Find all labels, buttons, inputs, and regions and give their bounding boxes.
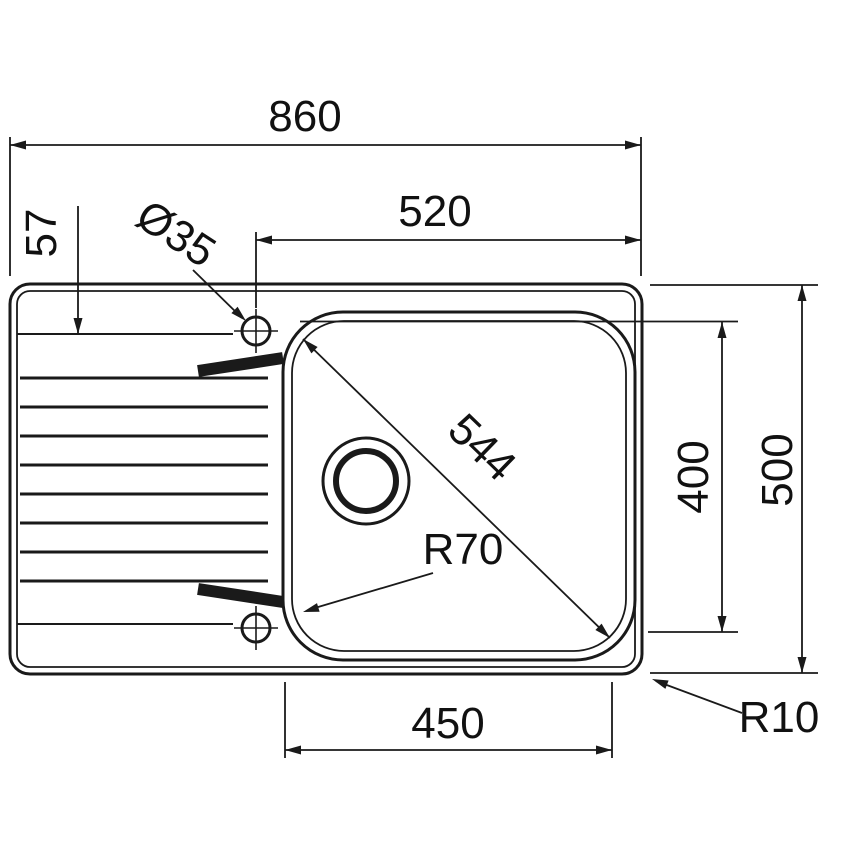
dim-bowl-depth-label: 400 (669, 440, 718, 513)
dim-outer-corner-radius: R10 (652, 679, 819, 742)
sink-rim-inner-edge (16, 290, 636, 668)
drainboard-bottom-ridge (197, 583, 284, 608)
dim-tap-diameter-label: Ø35 (128, 191, 224, 277)
dim-bowl-front-to-back: 400 (300, 320, 738, 633)
dim-tap-hole-top-offset: 57 (17, 206, 83, 334)
sink-outline (8, 282, 644, 676)
dim-right-section-width-label: 520 (398, 187, 471, 236)
dim-bowl-radius-label: R70 (423, 525, 504, 574)
drain-outer-circle (321, 436, 411, 526)
drainboard-top-ridge (197, 352, 284, 377)
tap-holes (234, 309, 278, 650)
dim-bowl-corner-radius: R70 (303, 525, 503, 612)
dim-overall-width-label: 860 (268, 92, 341, 141)
dim-overall-front-to-back: 500 (650, 284, 818, 674)
dim-overall-width: 860 (9, 92, 642, 276)
dim-bowl-diagonal: 544 (302, 338, 611, 639)
dim-right-section-width: 520 (255, 187, 641, 308)
sink-outer-edge (8, 282, 644, 676)
dim-outer-radius-label: R10 (739, 693, 820, 742)
bowl-outer-edge (281, 310, 637, 662)
dim-tap-offset-label: 57 (17, 209, 66, 258)
drainboard-ribs (20, 376, 268, 583)
dim-bowl-width-label: 450 (411, 699, 484, 748)
dim-bowl-width: 450 (284, 682, 613, 758)
bowl (281, 310, 637, 662)
dim-overall-depth-label: 500 (753, 433, 802, 506)
bowl-inner-edge (291, 320, 627, 652)
drainboard (17, 333, 284, 625)
drain-inner-circle (333, 448, 399, 514)
dim-tap-hole-diameter: Ø35 (128, 191, 246, 321)
dim-bowl-diagonal-label: 544 (439, 404, 526, 490)
